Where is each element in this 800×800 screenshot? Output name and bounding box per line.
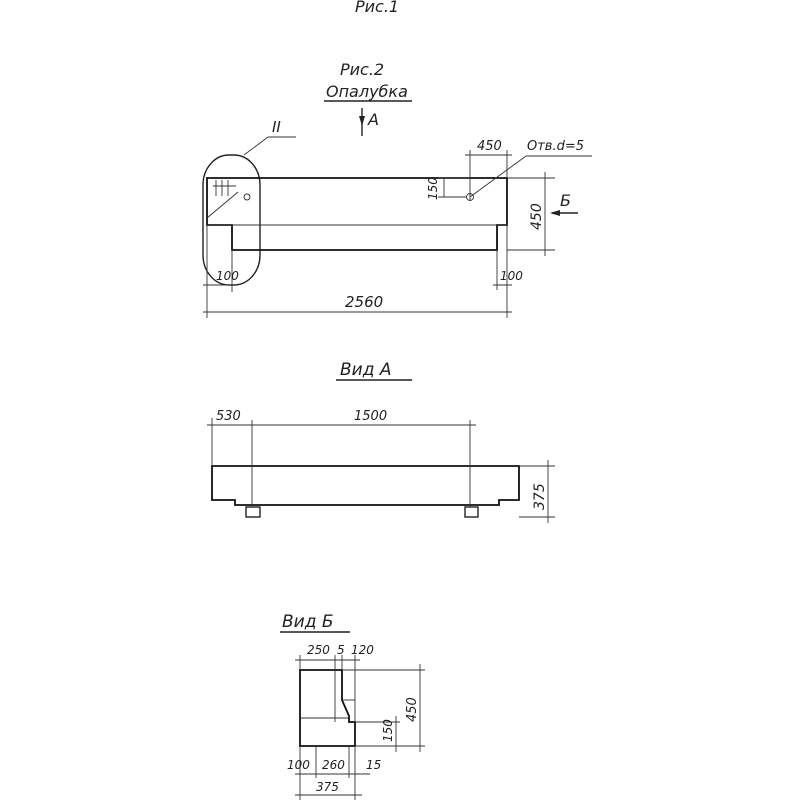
view-a-left-anchor [245,506,261,518]
dim-height: 450 [529,203,545,230]
fig2-header: Рис.2 Опалубка А [324,60,412,136]
view-b-dim-150: 150 [381,719,395,742]
left-hole [243,193,251,201]
view-b-outline [299,669,356,747]
view-a: Вид А 530 1500 375 [207,360,555,523]
view-b-dim-260: 260 [322,758,345,772]
view-a-arrowhead [359,116,365,126]
view-b: Вид Б 250 5 120 150 450 100 260 15 375 [280,612,425,800]
fig2-title: Рис.2 [340,60,384,79]
view-b-arrowhead [550,210,560,216]
fig2-elevation: II 450 Отв.d=5 150 450 [202,118,592,318]
view-b-dim-375: 375 [316,780,339,794]
view-a-outline [211,465,520,506]
view-b-dim-450: 450 [405,697,420,722]
dim-top-offset: 450 [477,139,502,154]
beam-outline [206,177,508,251]
dim-hole-height: 150 [426,177,440,200]
view-b-dim-5: 5 [337,643,345,657]
view-a-dim-left: 530 [216,409,241,424]
view-a-dim-span: 1500 [354,409,387,424]
top-caption: Рис.1 [355,0,399,16]
detail-mark-label: II [272,118,281,136]
view-a-right-anchor [464,506,479,518]
view-b-dim-15: 15 [366,758,381,772]
dim-length: 2560 [345,293,383,311]
view-a-arrow-label: А [367,110,379,129]
hole-label: Отв.d=5 [527,139,584,154]
dim-left-step: 100 [216,269,239,283]
view-a-dim-height: 375 [532,483,548,510]
view-b-dim-120: 120 [351,643,374,657]
view-b-dim-250: 250 [307,643,330,657]
view-b-title: Вид Б [282,612,334,632]
view-a-title: Вид А [340,360,392,380]
view-b-arrow-label: Б [560,191,571,210]
view-b-dim-100: 100 [287,758,310,772]
dim-right-step: 100 [500,269,523,283]
fig2-subtitle: Опалубка [326,82,408,101]
detail-outline [202,154,261,286]
